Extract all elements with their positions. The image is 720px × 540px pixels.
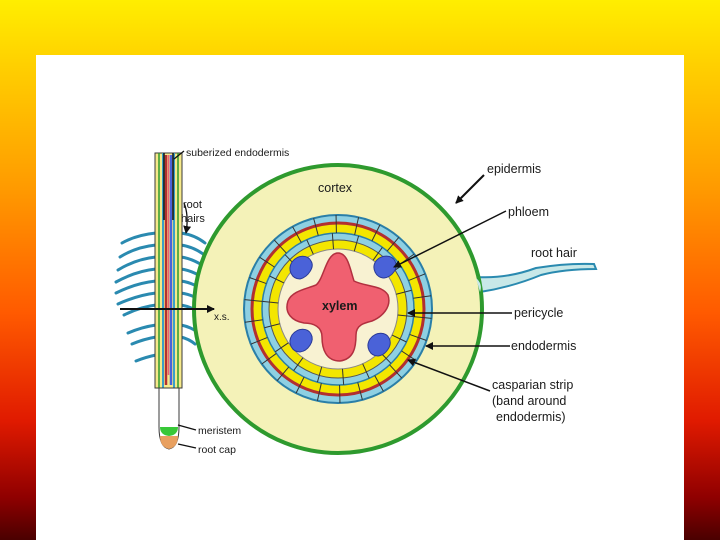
cell-wall [331,233,335,250]
cell-wall [396,289,412,295]
cell-wall [316,383,322,401]
cell-wall [244,299,263,302]
cell-wall [269,275,285,284]
cell-wall [292,226,302,243]
label-root-hairs-line2: hairs [181,213,205,225]
label-xylem: xylem [322,299,357,313]
phloem-top-right [373,255,397,279]
root-anatomy-diagram: suberized endodermis root hairs x.s. mer… [114,147,598,456]
cell-wall [249,277,267,285]
cell-wall [293,357,304,371]
cell-wall [273,239,287,254]
cell-wall [250,336,268,345]
label-endodermis: endodermis [511,339,576,353]
root-hair-extension [474,262,598,294]
cell-wall [409,333,427,341]
cell-wall [259,256,275,268]
cell-wall [408,273,426,282]
cell-wall [354,217,360,235]
cell-wall [306,239,314,255]
cell-wall [371,224,381,242]
slide-panel: suberized endodermis root hairs x.s. mer… [36,55,684,540]
cell-wall [276,366,290,381]
cell-wall [274,342,289,353]
label-root-hair: root hair [531,246,577,260]
longitudinal-root [114,152,211,450]
cell-wall [391,334,407,343]
xylem [286,252,390,362]
label-suberized-endodermis: suberized endodermis [186,147,289,159]
root-cap-region [160,436,178,449]
cell-wall [295,376,305,394]
label-casparian-line2: (band around [492,394,566,408]
label-phloem: phloem [508,205,549,219]
phloem-bottom-right [367,332,391,357]
cell-wall [313,218,319,236]
phloem-top-left [289,255,313,280]
labels: suberized endodermis root hairs x.s. mer… [181,147,577,456]
cell-wall [341,368,345,385]
cross-section [192,163,598,455]
cell-wall [413,316,432,319]
cell-wall [262,300,279,304]
cell-wall [244,319,263,323]
cell-wall [264,323,280,329]
label-casparian-line3: endodermis) [496,410,565,424]
label-pericycle: pericycle [514,306,563,320]
label-meristem: meristem [198,425,241,437]
label-epidermis: epidermis [487,162,541,176]
cell-wall [389,364,403,379]
label-cortex: cortex [318,181,353,195]
cell-wall [372,247,383,261]
cell-wall [362,363,370,379]
cell-wall [386,237,400,252]
phloem-bottom-left [289,328,313,353]
label-root-cap: root cap [198,444,236,456]
meristem-region [160,427,178,436]
cell-wall [357,382,363,400]
cell-wall [316,366,323,383]
cell-wall [353,235,360,252]
label-casparian-line1: casparian strip [492,378,573,392]
cell-wall [374,375,384,392]
leader-lines [120,150,512,449]
root-hairs-left [114,231,158,363]
label-root-hairs-line1: root [183,199,202,211]
cell-wall [261,353,277,365]
cell-wall [413,295,432,299]
label-cross-section: x.s. [214,312,230,323]
